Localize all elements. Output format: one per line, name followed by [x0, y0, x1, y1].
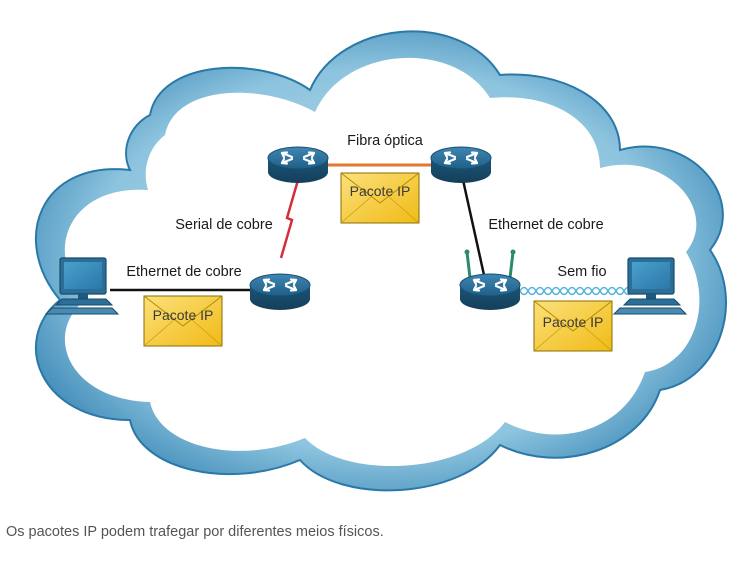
serial-copper-label: Serial de cobre [175, 217, 273, 233]
figure-caption: Os pacotes IP podem trafegar por diferen… [6, 524, 384, 540]
network-diagram: Pacote IP Pacote IP Pacote IP Fibra ópti… [34, 30, 727, 492]
router-icon-left [248, 272, 312, 312]
ip-packet-right-label: Pacote IP [543, 314, 604, 330]
ip-packet-left: Pacote IP [143, 295, 223, 347]
ip-packet-top: Pacote IP [340, 172, 420, 224]
ip-packet-right: Pacote IP [533, 300, 613, 352]
ethernet-right-label: Ethernet de cobre [488, 217, 603, 233]
wireless-link-wave [519, 286, 633, 296]
router-icon-top-left [266, 145, 330, 185]
fiber-optic-label: Fibra óptica [347, 133, 424, 149]
network-cloud-inner [64, 57, 700, 467]
ethernet-link-right [461, 179, 486, 276]
serial-copper-link [279, 179, 300, 259]
ip-packet-left-label: Pacote IP [153, 307, 214, 323]
wireless-router-icon [458, 249, 522, 312]
ip-packet-top-label: Pacote IP [350, 183, 411, 199]
ethernet-left-label: Ethernet de cobre [126, 264, 241, 280]
router-icon-top-right [429, 145, 493, 185]
wireless-label: Sem fio [557, 264, 606, 280]
